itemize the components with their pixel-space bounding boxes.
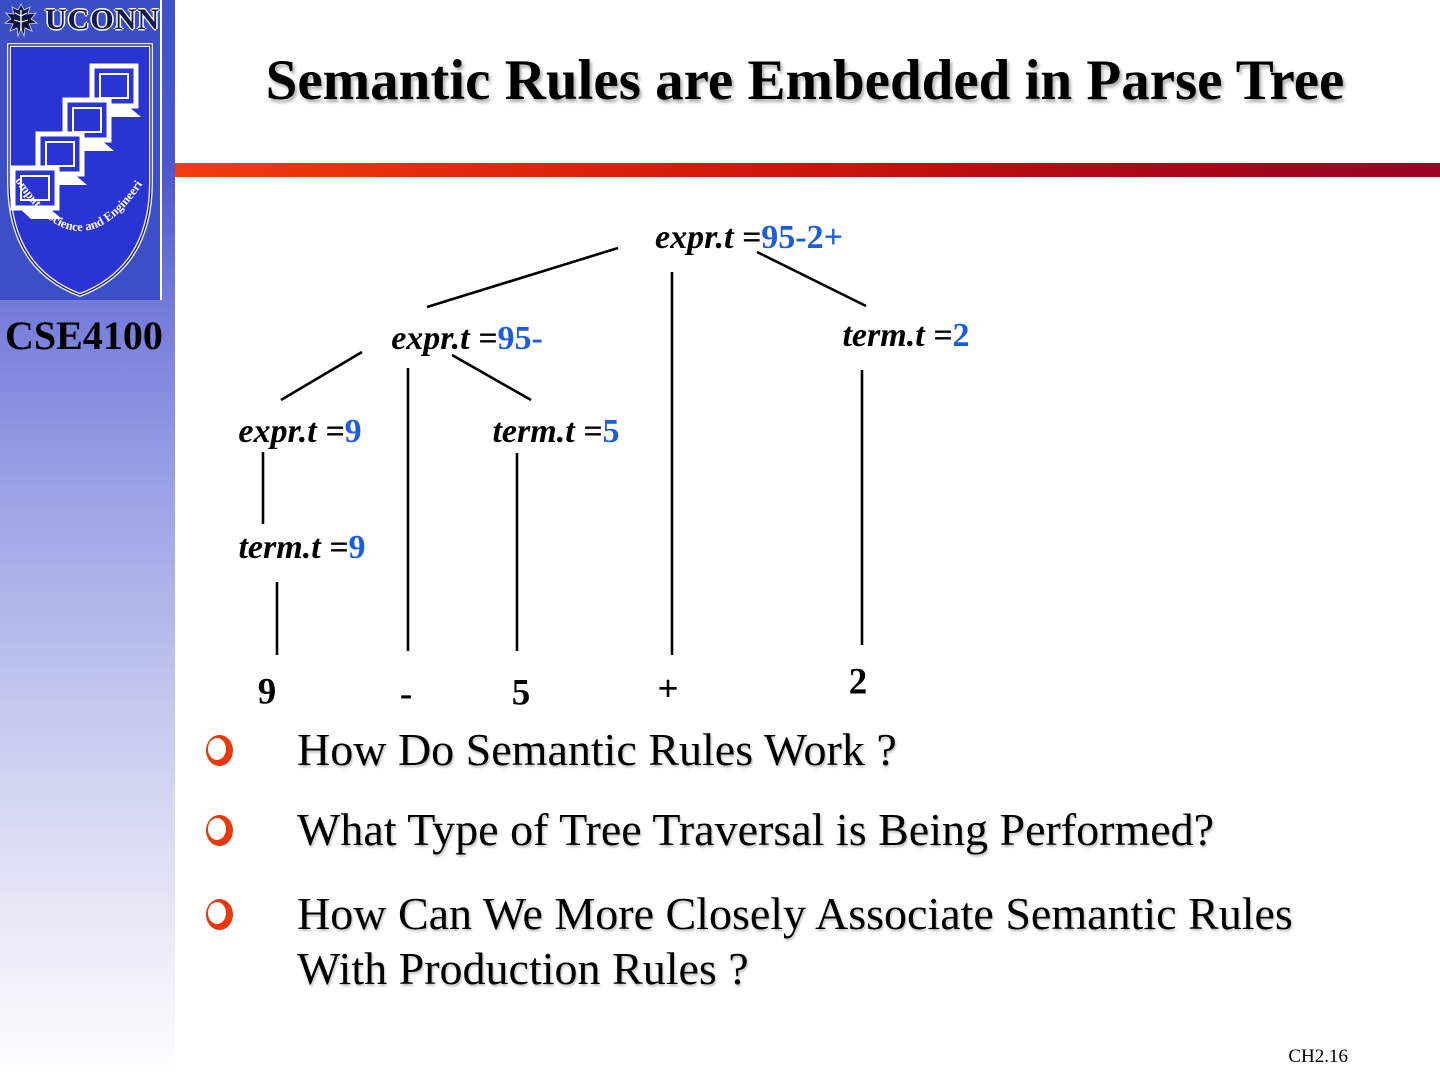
bullet-ring-icon <box>206 735 233 766</box>
tree-leaf: 9 <box>257 671 277 713</box>
oak-leaf-icon <box>3 3 39 38</box>
cse-shield-logo: Computer Science and Engineering <box>4 42 153 298</box>
bullet-text: How Do Semantic Rules Work ? <box>297 724 897 775</box>
course-code: CSE4100 <box>5 313 163 358</box>
tree-node-term-5: term.t =5 <box>492 413 619 451</box>
tree-node-term-9: term.t =9 <box>238 529 365 567</box>
slide-title: Semantic Rules are Embedded in Parse Tre… <box>265 49 1345 112</box>
sidebar: UCONN <box>0 0 175 1080</box>
tree-edge <box>280 350 363 402</box>
node-label: term.t = <box>842 317 953 354</box>
sidebar-divider-line <box>160 0 162 300</box>
node-label: expr.t = <box>391 320 498 357</box>
tree-edge <box>451 353 532 402</box>
uconn-wordmark: UCONN <box>45 3 160 36</box>
tree-node-root: expr.t =95-2+ <box>655 219 843 257</box>
bullet-ring-icon <box>206 899 233 930</box>
bullet-ring-icon <box>206 815 233 846</box>
tree-node-term-2: term.t =2 <box>842 317 969 355</box>
bullet-item: What Type of Tree Traversal is Being Per… <box>206 802 1214 857</box>
node-label: term.t = <box>238 529 349 566</box>
title-accent-bar <box>175 163 1440 177</box>
node-value: 5 <box>602 413 620 450</box>
node-value: 95- <box>497 320 543 357</box>
tree-leaf: + <box>657 668 679 710</box>
slide-number: CH2.16 <box>1288 1046 1348 1067</box>
node-value: 95-2+ <box>761 219 843 256</box>
node-value: 9 <box>348 529 366 566</box>
bullet-text: How Can We More Closely Associate Semant… <box>297 888 1293 994</box>
node-value: 9 <box>344 413 362 450</box>
tree-leaf: - <box>399 673 413 715</box>
node-label: expr.t = <box>238 413 345 450</box>
node-label: expr.t = <box>655 219 762 256</box>
uconn-wordmark-strip: UCONN <box>0 0 160 40</box>
bullet-item: How Can We More Closely Associate Semant… <box>206 886 1389 996</box>
node-value: 2 <box>952 317 970 354</box>
tree-node-expr-9: expr.t =9 <box>238 413 361 451</box>
tree-edge <box>426 246 619 309</box>
bullet-text: What Type of Tree Traversal is Being Per… <box>297 804 1215 855</box>
bullet-item: How Do Semantic Rules Work ? <box>206 722 897 777</box>
computer-monitors-icon <box>10 63 141 219</box>
tree-edge <box>756 250 867 308</box>
tree-leaf: 2 <box>848 661 868 703</box>
tree-leaf: 5 <box>511 672 531 714</box>
node-label: term.t = <box>492 413 603 450</box>
tree-node-expr-95minus: expr.t =95- <box>391 320 543 358</box>
